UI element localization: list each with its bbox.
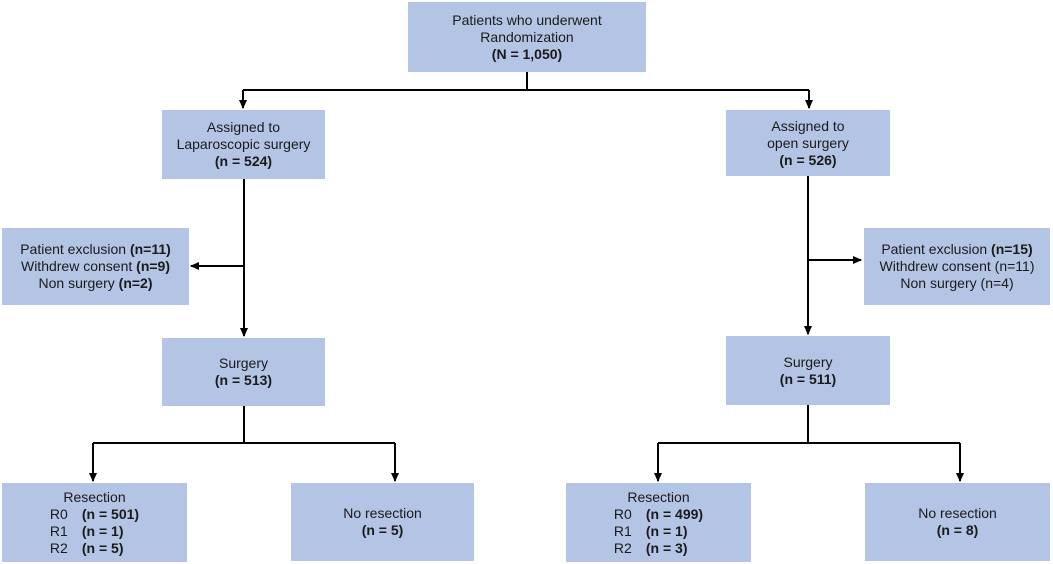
open-resection-box: Resection R0 (n = 499) R1 (n = 1) R2 (n = 3…: [566, 483, 751, 562]
open-exclusion-box: Patient exclusion (n=15) Withdrew consen…: [864, 228, 1050, 305]
open-resection-code: R1: [613, 522, 632, 539]
lap-surgery-n: (n = 513): [214, 372, 273, 388]
lap-resection-code: R2: [49, 539, 68, 556]
lap-resection-n: (n = 501): [81, 505, 140, 522]
open-resection-code: R0: [613, 505, 632, 522]
lap-resection-code: R0: [49, 505, 68, 522]
randomization-line2: Randomization: [480, 28, 574, 45]
open-no-resection-label: No resection: [918, 505, 997, 521]
open-resection-code: R2: [613, 539, 632, 556]
open-surgery-label: Surgery: [783, 353, 833, 370]
open-assigned-line1: Assigned to: [771, 117, 845, 134]
open-no-resection-n: (n = 8): [936, 522, 979, 538]
lap-exclusion-box: Patient exclusion (n=11) Withdrew consen…: [2, 228, 189, 305]
open-no-resection-box: No resection (n = 8): [865, 483, 1050, 561]
lap-assigned-n: (n = 524): [214, 153, 273, 169]
lap-no-resection-label: No resection: [343, 505, 422, 521]
open-assigned-n: (n = 526): [779, 151, 837, 168]
open-assigned-line2: open surgery: [767, 134, 849, 151]
open-exclusion-item: Withdrew consent (n=11): [879, 258, 1035, 274]
lap-no-resection-n: (n = 5): [361, 522, 404, 538]
randomization-n: (N = 1,050): [491, 45, 563, 62]
lap-assigned-line2: Laparoscopic surgery: [176, 136, 311, 152]
lap-resection-n: (n = 1): [81, 522, 124, 539]
lap-surgery-label: Surgery: [218, 355, 269, 371]
randomization-box: Patients who underwent Randomization (N …: [408, 2, 646, 72]
open-exclusion-item: Patient exclusion (n=15): [881, 241, 1033, 257]
lap-no-resection-box: No resection (n = 5): [291, 483, 474, 561]
lap-resection-code: R1: [49, 522, 68, 539]
lap-resection-title: Resection: [63, 488, 126, 505]
lap-assigned-box: Assigned to Laparoscopic surgery (n = 52…: [162, 110, 325, 179]
open-surgery-box: Surgery (n = 511): [726, 336, 890, 405]
lap-resection-box: Resection R0 (n = 501) R1 (n = 1) R2 (n = 5…: [2, 483, 187, 562]
randomization-line1: Patients who underwent: [452, 11, 602, 28]
open-surgery-n: (n = 511): [779, 370, 837, 387]
lap-exclusion-item: Withdrew consent (n=9): [20, 258, 170, 274]
open-assigned-box: Assigned to open surgery (n = 526): [726, 110, 890, 176]
lap-exclusion-item: Non surgery (n=2): [38, 275, 153, 291]
open-resection-n: (n = 1): [645, 522, 688, 539]
lap-assigned-line1: Assigned to: [206, 119, 281, 135]
open-resection-n: (n = 3): [645, 539, 688, 556]
lap-resection-n: (n = 5): [81, 539, 124, 556]
lap-surgery-box: Surgery (n = 513): [162, 338, 325, 406]
open-exclusion-item: Non surgery (n=4): [900, 275, 1014, 291]
open-resection-n: (n = 499): [645, 505, 704, 522]
lap-exclusion-item: Patient exclusion (n=11): [20, 241, 171, 257]
open-resection-title: Resection: [627, 488, 690, 505]
